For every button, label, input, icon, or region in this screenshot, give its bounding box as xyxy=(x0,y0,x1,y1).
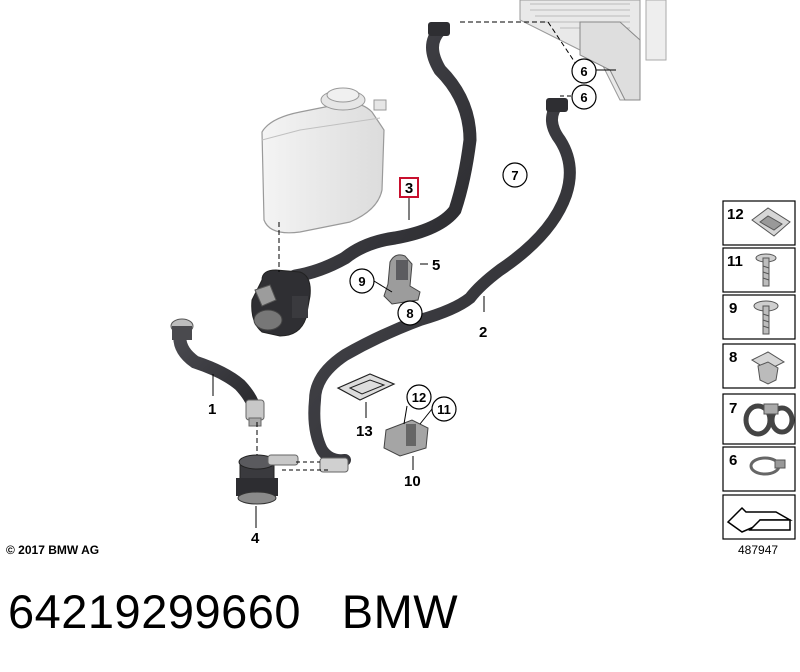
svg-text:6: 6 xyxy=(580,90,587,105)
callout-9[interactable]: 9 xyxy=(349,268,375,294)
panel-item-11[interactable]: 11 xyxy=(722,247,796,293)
part-caption: 64219299660 BMW xyxy=(8,584,458,639)
callout-13[interactable]: 13 xyxy=(356,423,373,440)
damping-pad-13 xyxy=(336,373,396,401)
panel-item-9[interactable]: 9 xyxy=(722,294,796,340)
hose-1[interactable] xyxy=(173,327,261,415)
radiator xyxy=(519,0,667,101)
parts-panel: 12 11 9 xyxy=(722,200,796,557)
callout-8[interactable]: 8 xyxy=(397,300,423,326)
callout-6-bottom[interactable]: 6 xyxy=(571,84,597,110)
svg-text:12: 12 xyxy=(727,206,744,223)
svg-text:7: 7 xyxy=(729,400,737,417)
svg-text:8: 8 xyxy=(406,306,413,321)
callout-10[interactable]: 10 xyxy=(404,473,421,490)
hose-2-end xyxy=(546,98,568,112)
bracket-5 xyxy=(383,254,421,305)
image-id: 487947 xyxy=(738,543,778,557)
water-valve xyxy=(251,269,311,337)
callout-6-top[interactable]: 6 xyxy=(571,58,597,84)
hose-1-connector-top xyxy=(170,318,194,340)
callout-4[interactable]: 4 xyxy=(251,530,260,547)
spring-band-clamp-icon xyxy=(749,456,786,476)
callout-12[interactable]: 12 xyxy=(406,384,432,410)
panel-item-7[interactable]: 7 xyxy=(722,393,796,445)
panel-item-12[interactable]: 12 xyxy=(722,200,796,246)
spring-clip-icon xyxy=(751,207,791,237)
hose-clamp-icon xyxy=(743,403,795,437)
panel-item-arrow[interactable] xyxy=(722,494,796,540)
clip-nut-icon xyxy=(750,351,786,385)
callout-11[interactable]: 11 xyxy=(431,396,457,422)
electric-coolant-pump[interactable] xyxy=(236,454,349,505)
leader-lines xyxy=(212,21,616,528)
callout-7[interactable]: 7 xyxy=(502,162,528,188)
svg-text:7: 7 xyxy=(511,168,518,183)
part-number: 64219299660 xyxy=(8,585,302,638)
washer-screw-icon xyxy=(753,300,779,335)
svg-text:8: 8 xyxy=(729,349,737,366)
holder-10 xyxy=(383,419,429,457)
svg-text:6: 6 xyxy=(580,64,587,79)
svg-text:6: 6 xyxy=(729,452,737,469)
hose-3-end xyxy=(428,22,450,36)
callout-5[interactable]: 5 xyxy=(432,257,440,274)
svg-text:9: 9 xyxy=(358,274,365,289)
svg-text:3: 3 xyxy=(405,180,413,197)
panel-item-6[interactable]: 6 xyxy=(722,446,796,492)
callout-1[interactable]: 1 xyxy=(208,401,216,418)
svg-text:11: 11 xyxy=(437,402,451,417)
copyright-text: © 2017 BMW AG xyxy=(6,543,99,557)
brand-name: BMW xyxy=(341,585,459,638)
hose-2[interactable] xyxy=(308,98,576,467)
collar-screw-icon xyxy=(755,253,777,287)
callout-3-highlighted[interactable]: 3 xyxy=(399,177,419,198)
hose-3[interactable] xyxy=(288,23,477,283)
callout-2[interactable]: 2 xyxy=(479,324,487,341)
svg-text:9: 9 xyxy=(729,300,737,317)
hose-1-connector-bottom xyxy=(245,399,265,427)
arrow-direction-icon xyxy=(726,506,793,533)
expansion-tank xyxy=(261,87,387,234)
panel-item-8[interactable]: 8 xyxy=(722,343,796,389)
svg-text:12: 12 xyxy=(412,390,426,405)
svg-text:11: 11 xyxy=(727,253,743,270)
